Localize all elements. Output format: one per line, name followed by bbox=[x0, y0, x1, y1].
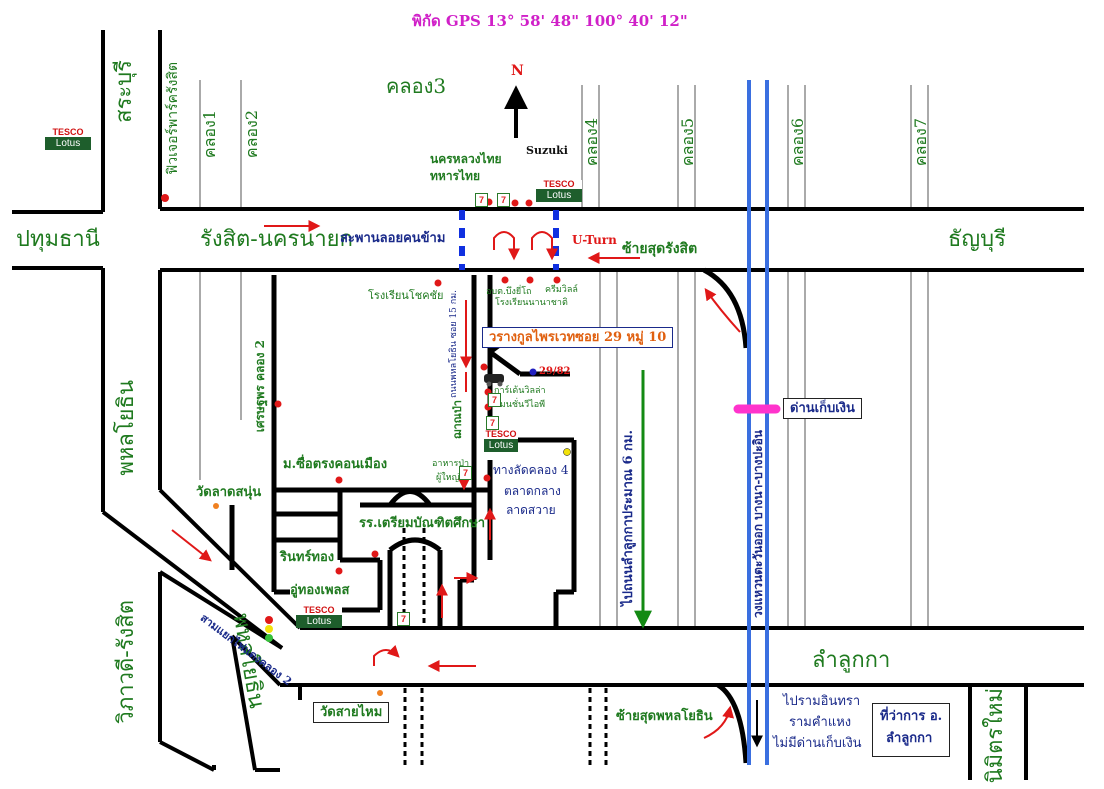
road-nimit-mai: นิมิตรใหม่ bbox=[983, 688, 1008, 784]
seven-eleven-icon: 7 bbox=[486, 416, 499, 430]
road-khlong4: คลอง4 bbox=[582, 118, 601, 167]
district-office-box bbox=[872, 703, 950, 757]
lotus-text: Lotus bbox=[296, 615, 342, 628]
road-khlong7: คลอง7 bbox=[911, 118, 930, 167]
place-school-triam: รร.เตรียมบัณฑิตศึกษา bbox=[359, 516, 486, 531]
road-phahon-yothin: พหลโยธิน bbox=[114, 380, 139, 476]
destination-box: วรางกูลไพรเวทซอย 29 หมู่ 10 bbox=[482, 327, 674, 348]
road-khlong5: คลอง5 bbox=[678, 118, 697, 167]
road-rangsit-nakhon-nayok: รังสิต-นครนายก bbox=[200, 227, 353, 252]
road-khlong3: คลอง3 bbox=[386, 74, 447, 98]
road-lam-luk-ka: ลำลูกกา bbox=[812, 648, 891, 673]
place-wat-sai-mai: วัดสายไหม bbox=[313, 702, 390, 723]
place-address: 29/82 bbox=[539, 366, 571, 377]
lotus-text: Lotus bbox=[536, 189, 582, 202]
road-pharachanakij: ถนนพหลโยธิน ซอย 15 กม. bbox=[449, 290, 459, 398]
place-pedestrian-bridge: สะพานลอยคนข้าม bbox=[340, 231, 446, 246]
road-pathum-thani: ปทุมธานี bbox=[16, 227, 100, 252]
gps-header: พิกัด GPS 13° 58' 48" 100° 40' 12" bbox=[412, 12, 688, 30]
place-ring-road: วงแหวนตะวันออก บางนา-บางปะอิน bbox=[751, 430, 765, 619]
tesco-text: TESCO bbox=[485, 429, 517, 439]
direction-arrows bbox=[171, 220, 741, 739]
compass-label: N bbox=[511, 63, 524, 79]
road-khlong6: คลอง6 bbox=[788, 118, 807, 167]
tesco-text: TESCO bbox=[303, 605, 335, 615]
place-international-school: โรงเรียนนานาชาติ bbox=[495, 298, 568, 308]
place-district-office-2: ลำลูกกา bbox=[886, 731, 933, 746]
place-to-lam-luk-ka-6km: ไปถนนลำลูกกาประมาณ 6 กม. bbox=[621, 430, 636, 606]
place-school-chokchai: โรงเรียนโชคชัย bbox=[368, 289, 444, 302]
lotus-text: Lotus bbox=[484, 439, 518, 452]
main-roads bbox=[12, 30, 1084, 780]
place-or-bor-tor: อบต.บึงยี่โถ bbox=[486, 287, 532, 297]
place-wat-lat-sanun: วัดลาดสนุ่น bbox=[196, 485, 262, 500]
place-mansion: แมนชั่นวีไอพี bbox=[494, 400, 546, 410]
place-thahan-thai: ทหารไทย bbox=[430, 169, 480, 183]
place-rinthong: รินทร์ทอง bbox=[280, 550, 335, 565]
road-khlong2: คลอง2 bbox=[242, 110, 261, 159]
place-turn-left-phahon: ซ้ายสุดพหลโยธิน bbox=[616, 709, 713, 724]
place-turn-left-rangsit: ซ้ายสุดรังสิต bbox=[622, 241, 698, 257]
seven-eleven-icon: 7 bbox=[497, 193, 510, 207]
car-icon bbox=[484, 374, 504, 387]
road-vibhavadi: วิภาวดี-รังสิต bbox=[114, 600, 139, 724]
place-thana-pa: ฌาณป่า bbox=[451, 400, 464, 439]
place-ramkhamhaeng: รามคำแหง bbox=[789, 715, 852, 730]
place-u-turn: U-Turn bbox=[572, 233, 617, 247]
place-uthong-place: อู่ทองเพลส bbox=[290, 583, 350, 598]
place-phuyai-ri: ผู้ใหญ่รี bbox=[436, 473, 465, 483]
tesco-text: TESCO bbox=[543, 179, 575, 189]
place-cream-ville: ครีมวิลล์ bbox=[545, 285, 578, 295]
place-chue-trong: ม.ซื่อตรงคอนเมือง bbox=[283, 457, 388, 472]
place-garden-villa: การ์เด้นวิลล่า bbox=[494, 386, 546, 396]
khlong-lines bbox=[199, 80, 929, 628]
place-ahan-pa: อาหารป่า bbox=[432, 459, 470, 469]
place-shortcut-khlong4: ทางลัดคลอง 4 bbox=[493, 463, 569, 477]
dashed-crossings bbox=[402, 528, 608, 768]
seven-eleven-icon: 7 bbox=[475, 193, 488, 207]
place-no-toll: ไม่มีด่านเก็บเงิน bbox=[773, 736, 862, 751]
place-lat-sawai: ลาดสวาย bbox=[506, 503, 556, 517]
road-soi-setthaphon: เศรษฐพร คลอง 2 bbox=[253, 340, 267, 433]
toll-box: ด่านเก็บเงิน bbox=[783, 398, 862, 419]
road-khlong1: คลอง1 bbox=[200, 110, 219, 159]
place-district-office-1: ที่ว่าการ อ. bbox=[880, 709, 943, 724]
place-future-park: ฟิวเจอร์พาร์ครังสิต bbox=[165, 62, 181, 175]
tesco-text: TESCO bbox=[52, 127, 84, 137]
seven-eleven-icon: 7 bbox=[459, 466, 472, 480]
place-nakhon-luang-thai: นครหลวงไทย bbox=[430, 152, 502, 166]
traffic-light-icon bbox=[265, 616, 273, 642]
road-thanyaburi: ธัญบุรี bbox=[948, 227, 1006, 252]
place-to-ramintra: ไปรามอินทรา bbox=[783, 694, 861, 709]
seven-eleven-icon: 7 bbox=[397, 612, 410, 626]
seven-eleven-icon: 7 bbox=[488, 393, 501, 407]
lotus-text: Lotus bbox=[45, 137, 91, 150]
place-suzuki: Suzuki bbox=[526, 144, 568, 157]
place-talad-klang: ตลาดกลาง bbox=[504, 484, 561, 498]
road-saraburi: สระบุรี bbox=[112, 60, 137, 123]
